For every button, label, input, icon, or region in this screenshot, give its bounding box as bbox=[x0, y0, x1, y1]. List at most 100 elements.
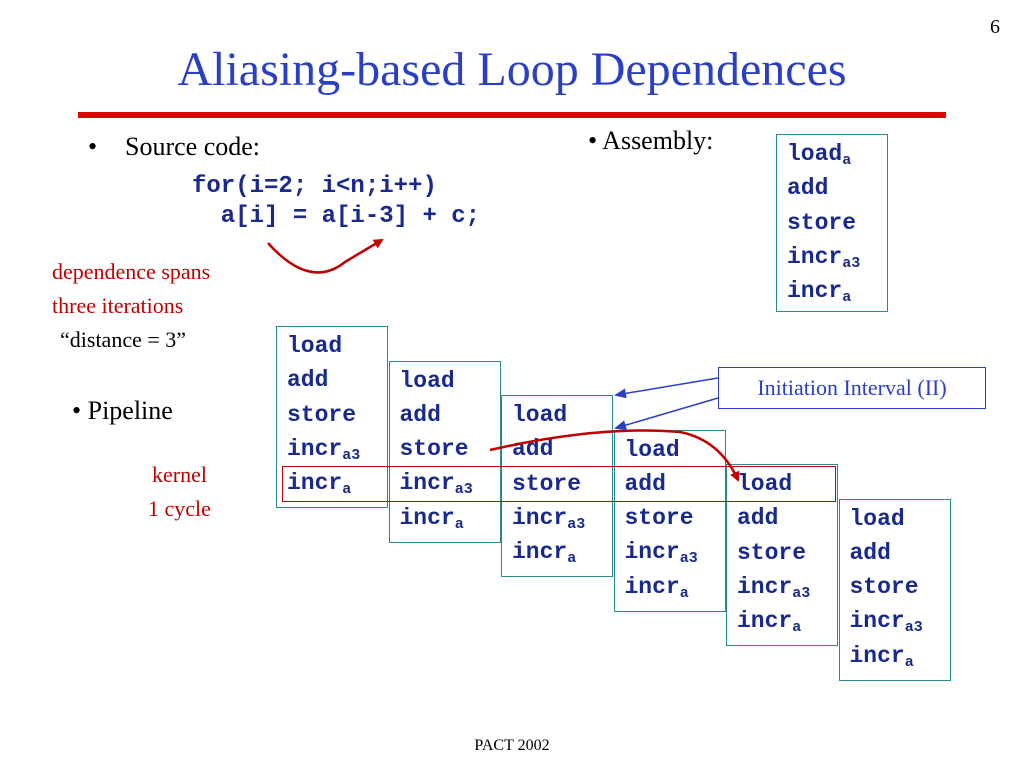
instruction-opcode: load bbox=[849, 505, 905, 532]
dependence-distance-label: “distance = 3” bbox=[60, 327, 187, 352]
instruction-subscript: a3 bbox=[792, 584, 811, 602]
instruction-subscript: a bbox=[342, 481, 352, 499]
slide-title: Aliasing-based Loop Dependences bbox=[177, 43, 847, 96]
instruction-opcode: load bbox=[399, 367, 455, 394]
pipeline-2-instruction-store: store bbox=[400, 432, 494, 466]
assembly-instruction-incr-a: incra bbox=[787, 274, 881, 308]
instruction-opcode: load bbox=[737, 471, 793, 497]
kernel-cycle-label: 1 cycle bbox=[148, 496, 211, 521]
instruction-subscript: a3 bbox=[567, 515, 586, 533]
assembly-instruction-incr-a3: incra3 bbox=[787, 240, 881, 274]
instruction-opcode: store bbox=[624, 505, 694, 532]
instruction-subscript: a3 bbox=[454, 481, 473, 499]
pipeline-4-instruction-load: load bbox=[625, 433, 719, 467]
pipeline-label: • Pipeline bbox=[72, 396, 173, 425]
dependence-note-line-1: dependence spans bbox=[52, 259, 211, 284]
instruction-opcode: incr bbox=[512, 539, 568, 566]
instruction-opcode: incr bbox=[512, 504, 568, 531]
pipeline-5-instruction-incr-a3: incra3 bbox=[737, 570, 831, 604]
footer-text: PACT 2002 bbox=[474, 737, 550, 754]
pipeline-2-instruction-incr-a: incra bbox=[400, 501, 494, 535]
instruction-subscript: a3 bbox=[904, 619, 923, 637]
instruction-opcode: incr bbox=[737, 573, 793, 600]
instruction-opcode: incr bbox=[849, 608, 905, 635]
pipeline-6-instruction-incr-a: incra bbox=[850, 639, 944, 673]
pipeline-6-instruction-load: load bbox=[850, 502, 944, 536]
instruction-subscript: a bbox=[567, 550, 577, 568]
kernel-label: kernel bbox=[152, 462, 207, 487]
pipeline-1-instruction-incr-a3: incra3 bbox=[287, 432, 381, 466]
instruction-subscript: a bbox=[792, 619, 802, 637]
initiation-interval-box: Initiation Interval (II) bbox=[718, 367, 986, 409]
instruction-opcode: incr bbox=[624, 539, 680, 566]
source-code-line-2: a[i] = a[i-3] + c; bbox=[192, 203, 481, 230]
instruction-opcode: add bbox=[512, 436, 554, 463]
instruction-subscript: a3 bbox=[342, 446, 361, 464]
instruction-subscript: a3 bbox=[842, 254, 861, 272]
ii-arrow-upper bbox=[614, 377, 719, 399]
instruction-opcode: incr bbox=[287, 435, 343, 462]
instruction-opcode: store bbox=[512, 470, 582, 497]
instruction-opcode: incr bbox=[624, 573, 680, 600]
instruction-opcode: incr bbox=[399, 470, 455, 497]
instruction-opcode: add bbox=[399, 401, 441, 428]
instruction-opcode: incr bbox=[399, 504, 455, 531]
pipeline-1-instruction-store: store bbox=[287, 398, 381, 432]
pipeline-3-instruction-store: store bbox=[512, 467, 606, 501]
instruction-opcode: incr bbox=[787, 278, 843, 305]
instruction-opcode: store bbox=[399, 436, 469, 463]
instruction-opcode: load bbox=[787, 141, 843, 167]
assembly-label: • Assembly: bbox=[588, 126, 714, 155]
pipeline-4-instruction-incr-a3: incra3 bbox=[625, 535, 719, 569]
assembly-instruction-add: add bbox=[787, 171, 881, 205]
title-underline bbox=[78, 112, 946, 118]
instruction-opcode: add bbox=[849, 539, 891, 566]
pipeline-3-instruction-add: add bbox=[512, 432, 606, 466]
pipeline-5-instruction-incr-a: incra bbox=[737, 604, 831, 638]
source-bullet-marker: • bbox=[88, 132, 98, 161]
instruction-opcode: incr bbox=[737, 608, 793, 635]
slide-number: 6 bbox=[990, 16, 1000, 38]
pipeline-3-instruction-load: load bbox=[512, 398, 606, 432]
pipeline-3-instruction-incr-a3: incra3 bbox=[512, 501, 606, 535]
pipeline-4-instruction-add: add bbox=[625, 467, 719, 501]
instruction-opcode: load bbox=[512, 402, 568, 428]
instruction-opcode: store bbox=[737, 539, 807, 566]
dependence-arc-arrow bbox=[267, 238, 384, 274]
pipeline-6-instruction-incr-a3: incra3 bbox=[850, 604, 944, 638]
instruction-opcode: add bbox=[287, 367, 329, 394]
instruction-opcode: incr bbox=[849, 642, 905, 669]
instruction-subscript: a3 bbox=[679, 550, 698, 568]
pipeline-2-instruction-incr-a3: incra3 bbox=[400, 466, 494, 500]
pipeline-4-instruction-store: store bbox=[625, 501, 719, 535]
pipeline-2-instruction-load: load bbox=[400, 364, 494, 398]
instruction-subscript: a bbox=[842, 289, 852, 307]
pipeline-6-instruction-add: add bbox=[850, 536, 944, 570]
instruction-opcode: add bbox=[787, 175, 829, 202]
pipeline-1-instruction-add: add bbox=[287, 363, 381, 397]
pipeline-1-instruction-load: load bbox=[287, 329, 381, 363]
pipeline-5-instruction-store: store bbox=[737, 536, 831, 570]
instruction-opcode: add bbox=[624, 470, 666, 497]
dependence-note-line-2: three iterations bbox=[52, 293, 184, 318]
instruction-subscript: a bbox=[904, 653, 914, 671]
pipeline-3-instruction-incr-a: incra bbox=[512, 535, 606, 569]
ii-arrow-lower bbox=[614, 397, 719, 430]
pipeline-5-instruction-load: load bbox=[737, 467, 831, 501]
instruction-opcode: incr bbox=[787, 243, 843, 270]
instruction-subscript: a bbox=[679, 584, 689, 602]
source-code-line-1: for(i=2; i<n;i++) bbox=[192, 173, 437, 200]
assembly-instruction-load-a: loada bbox=[787, 137, 881, 171]
instruction-opcode: incr bbox=[287, 470, 343, 497]
pipeline-4-instruction-incr-a: incra bbox=[625, 570, 719, 604]
instruction-opcode: store bbox=[287, 401, 357, 428]
instruction-opcode: store bbox=[849, 574, 919, 601]
source-code-label: Source code: bbox=[125, 132, 261, 161]
pipeline-5-instruction-add: add bbox=[737, 501, 831, 535]
